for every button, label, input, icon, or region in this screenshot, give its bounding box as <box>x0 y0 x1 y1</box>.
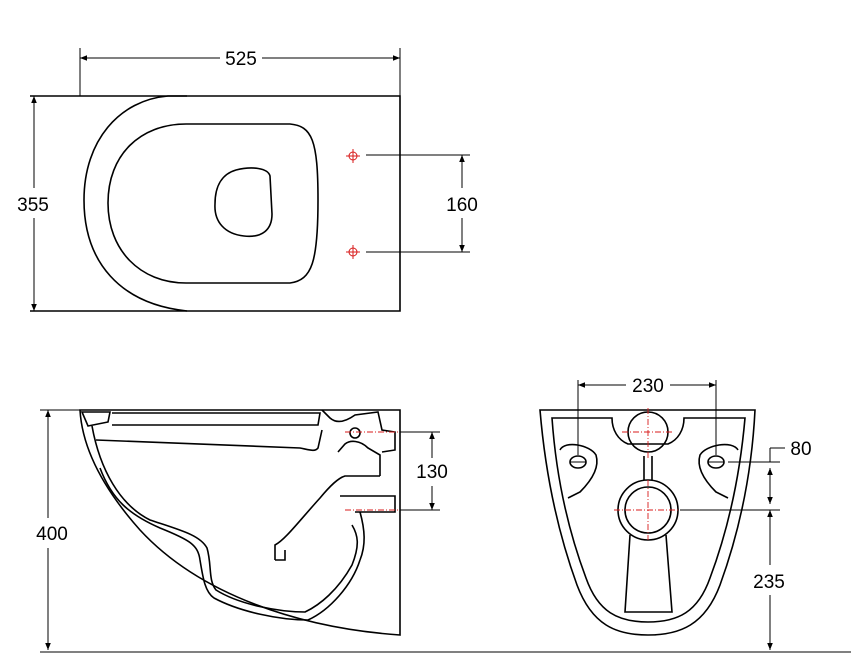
side-view <box>79 409 440 636</box>
dim-top-depth-label: 355 <box>17 195 49 216</box>
rear-view <box>539 380 780 636</box>
dim-rear-fixing-width-label: 230 <box>632 376 664 397</box>
dim-rear-outlet-height-label: 235 <box>753 572 785 593</box>
dim-side-height-label: 400 <box>36 524 68 545</box>
dimension-rear-outlet-height: 235 <box>753 510 785 650</box>
dimension-top-width: 525 <box>79 48 401 96</box>
side-view-inner <box>91 425 359 613</box>
top-view-bowl-inner <box>107 123 319 284</box>
top-view <box>30 95 470 312</box>
fixing-hole-lower <box>346 245 360 259</box>
dimension-fixing-spacing: 160 <box>446 155 478 252</box>
dimension-rear-fixing-width: 230 <box>578 376 716 397</box>
dim-fixing-spacing-label: 160 <box>446 195 478 216</box>
top-view-bowl-outer <box>83 95 188 312</box>
dimension-top-depth: 355 <box>17 96 49 311</box>
dim-rear-fixing-offset-label: 80 <box>790 439 811 460</box>
rear-view-inner <box>551 417 746 623</box>
dimension-side-height: 400 <box>36 409 80 650</box>
dim-top-width-label: 525 <box>225 49 257 70</box>
dim-outlet-spacing-label: 130 <box>416 462 448 483</box>
fixing-hole-upper <box>346 149 360 163</box>
top-view-drain-opening <box>214 167 273 238</box>
dimension-rear-fixing-offset: 80 <box>767 439 812 504</box>
side-view-outer <box>79 409 401 636</box>
dimension-outlet-spacing: 130 <box>416 432 448 510</box>
top-view-outline <box>30 95 401 312</box>
